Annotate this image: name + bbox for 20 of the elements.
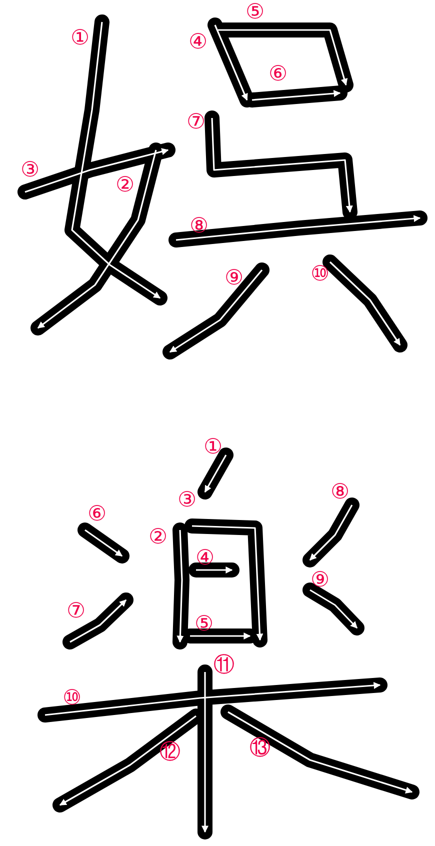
stroke-number: ⑪	[214, 654, 234, 676]
stroke-number: ①	[70, 28, 90, 48]
stroke-number: ④	[188, 32, 208, 52]
stroke-number: ③	[20, 160, 40, 180]
stroke-number: ⑦	[66, 600, 86, 622]
stroke-number: ②	[148, 526, 168, 548]
stroke-number: ③	[178, 490, 196, 510]
stroke-number: ⑬	[250, 738, 270, 758]
stroke-number: ⑨	[224, 268, 244, 288]
stroke-number: ①	[204, 436, 222, 458]
stroke-number: ⑥	[88, 504, 106, 524]
stroke-number: ⑫	[160, 742, 180, 762]
stroke-number: ⑦	[186, 112, 206, 132]
stroke-number: ⑥	[268, 64, 288, 84]
stroke-number: ⑤	[246, 2, 264, 22]
stroke-number: ⑨	[310, 570, 330, 590]
stroke-number: ⑩	[62, 688, 82, 708]
stroke-number: ②	[116, 174, 134, 196]
stroke-number: ⑩	[310, 264, 330, 284]
stroke-number: ⑧	[330, 482, 350, 502]
